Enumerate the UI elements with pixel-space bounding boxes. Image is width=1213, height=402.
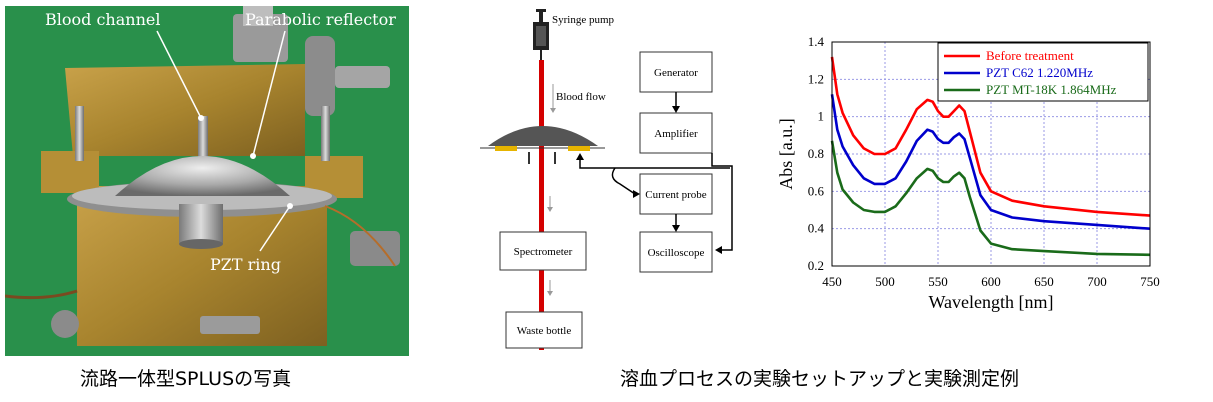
parabolic-reflector-label: Parabolic reflector bbox=[245, 10, 396, 29]
spectrometer-box bbox=[499, 231, 587, 271]
x-tick-label: 450 bbox=[822, 274, 842, 289]
amplifier-box bbox=[639, 112, 713, 154]
blood-flow-label: Blood flow bbox=[556, 91, 606, 103]
amplifier-label: Amplifier bbox=[654, 128, 698, 140]
legend-entry: PZT C62 1.220MHz bbox=[986, 65, 1093, 80]
setup-caption: 溶血プロセスの実験セットアップと実験測定例 bbox=[620, 368, 1020, 390]
generator-box bbox=[639, 51, 713, 93]
series-line-2 bbox=[830, 94, 1151, 230]
absorbance-chart-svg: 450 500 550 600 650 700 750 0.2 0.4 0.6 0.8 1 1.2 1.4… bbox=[776, 34, 1160, 312]
oscilloscope-box bbox=[639, 231, 713, 273]
x-tick-label: 600 bbox=[981, 274, 1001, 289]
splus-photo: Blood channel Parabolic reflector PZT ri… bbox=[4, 6, 409, 356]
waste-bottle-label: Waste bottle bbox=[517, 325, 572, 337]
x-tick-label: 700 bbox=[1087, 274, 1107, 289]
photo-caption: 流路一体型SPLUSの写真 bbox=[80, 368, 292, 390]
setup-diagram: Syringe pump Blood flow Spectrometer Was… bbox=[470, 6, 770, 356]
generator-label: Generator bbox=[654, 67, 698, 79]
syringe-pump-label: Syringe pump bbox=[552, 14, 615, 26]
y-tick-label: 0.4 bbox=[808, 221, 825, 236]
spectrometer-label: Spectrometer bbox=[514, 246, 573, 258]
legend-entry: Before treatment bbox=[986, 48, 1074, 63]
x-tick-label: 650 bbox=[1034, 274, 1054, 289]
reflector-dome bbox=[488, 126, 598, 146]
current-probe-box bbox=[639, 173, 713, 215]
current-probe-label: Current probe bbox=[645, 189, 707, 201]
y-tick-label: 1 bbox=[818, 109, 825, 124]
oscilloscope-label: Oscilloscope bbox=[648, 247, 705, 259]
syringe-icon bbox=[533, 9, 549, 60]
x-tick-label: 550 bbox=[928, 274, 948, 289]
y-axis-title: Abs [a.u.] bbox=[776, 118, 796, 189]
waste-bottle-box bbox=[505, 311, 583, 349]
x-axis-title: Wavelength [nm] bbox=[928, 292, 1053, 312]
absorbance-chart: 450 500 550 600 650 700 750 0.2 0.4 0.6 0.8 1 1.2 1.4… bbox=[770, 20, 1170, 320]
series-line-1 bbox=[830, 56, 1151, 217]
y-tick-label: 1.4 bbox=[808, 34, 825, 49]
x-tick-label: 500 bbox=[875, 274, 895, 289]
y-tick-label: 0.6 bbox=[808, 183, 825, 198]
y-tick-label: 0.2 bbox=[808, 258, 824, 273]
setup-diagram-drawing: Syringe pump Blood flow Spectrometer Was… bbox=[480, 9, 733, 350]
pzt-ring-label: PZT ring bbox=[210, 255, 281, 274]
blood-channel-label: Blood channel bbox=[45, 10, 160, 29]
splus-photo-drawing: Blood channel Parabolic reflector PZT ri… bbox=[4, 6, 409, 356]
x-tick-label: 750 bbox=[1140, 274, 1160, 289]
y-tick-label: 0.8 bbox=[808, 146, 824, 161]
legend-entry: PZT MT-18K 1.864MHz bbox=[986, 82, 1117, 97]
series-line-3 bbox=[830, 140, 1151, 257]
y-tick-label: 1.2 bbox=[808, 71, 824, 86]
